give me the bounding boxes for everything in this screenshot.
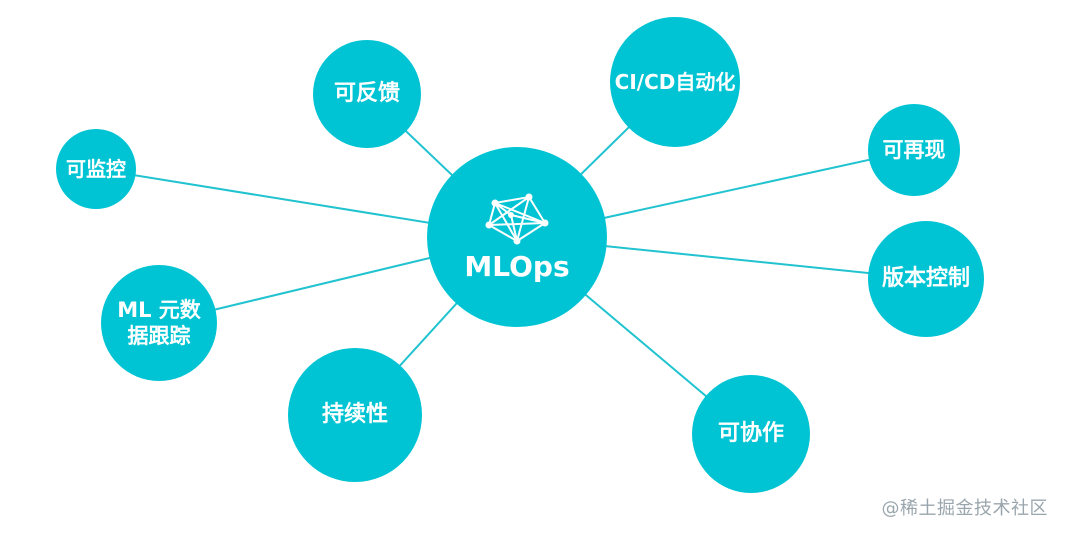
node-monitor: 可监控: [56, 129, 136, 209]
node-version-control: 版本控制: [868, 221, 984, 337]
node-label-sustainable: 持续性: [321, 402, 388, 428]
network-mesh-icon: [485, 193, 549, 245]
node-label-monitor: 可监控: [66, 156, 126, 181]
node-feedback: 可反馈: [313, 40, 421, 148]
node-metadata-tracking: ML 元数据跟踪: [101, 265, 217, 381]
node-reproducible: 可再现: [868, 104, 960, 196]
watermark: @稀土掘金技术社区: [881, 498, 1048, 519]
node-sustainable: 持续性: [288, 348, 422, 482]
node-label-version-control: 版本控制: [881, 266, 970, 292]
node-collaborative: 可协作: [692, 375, 810, 493]
node-label-cicd: CI/CD自动化: [614, 69, 736, 94]
node-label-metadata-tracking: ML 元数据跟踪: [117, 297, 201, 348]
node-label-feedback: 可反馈: [333, 81, 400, 107]
center-label: MLOps: [464, 250, 570, 283]
node-cicd: CI/CD自动化: [610, 17, 740, 147]
node-label-collaborative: 可协作: [717, 421, 784, 447]
center-node-mlops: MLOps: [427, 147, 607, 327]
node-label-reproducible: 可再现: [882, 137, 946, 162]
